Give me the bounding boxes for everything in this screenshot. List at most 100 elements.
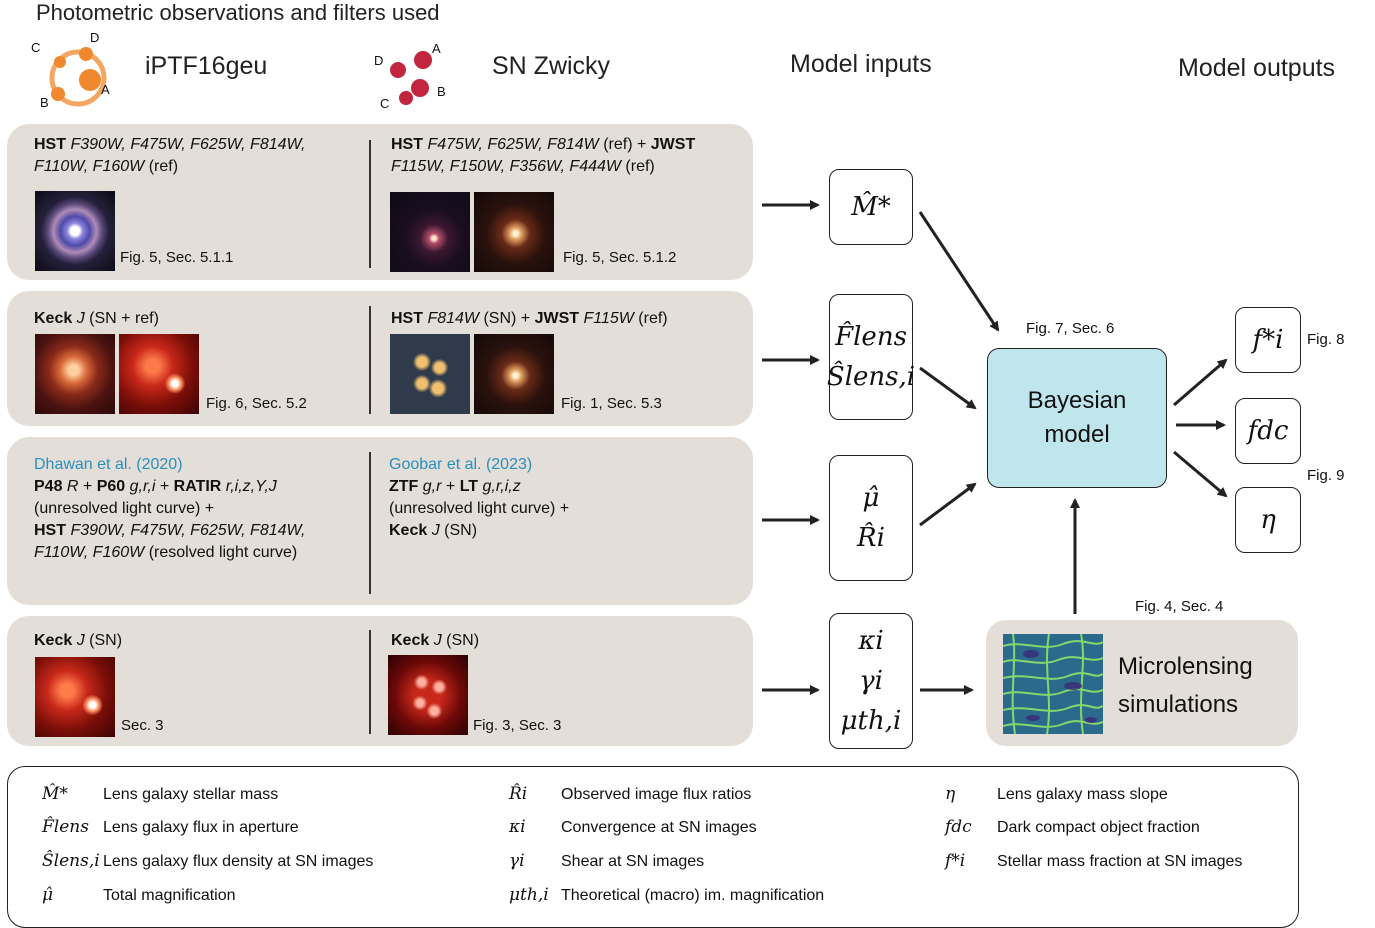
legend-description: Lens galaxy flux density at SN images xyxy=(103,853,374,870)
dhawan-reference-link[interactable]: Dhawan et al. (2020) xyxy=(34,456,183,473)
logo-letter: B xyxy=(40,95,49,110)
figure-title: Photometric observations and filters use… xyxy=(36,0,440,25)
sn-zwicky-jwst-image xyxy=(474,192,554,272)
logo-letter: C xyxy=(31,40,41,55)
fig9-caption: Fig. 9 xyxy=(1307,467,1345,484)
logo-image-a xyxy=(79,69,101,91)
iptf16geu-hst-image xyxy=(35,191,115,271)
output-dark-compact-box: fdc xyxy=(1235,398,1301,464)
legend-description: Dark compact object fraction xyxy=(997,819,1200,836)
sn-zwicky-hst-image xyxy=(390,192,470,272)
output-symbol: f*i xyxy=(1252,325,1284,355)
column-head-model-inputs: Model inputs xyxy=(790,50,932,78)
legend-symbol: μth,i xyxy=(509,885,549,905)
row4-right-caption: Fig. 3, Sec. 3 xyxy=(473,717,562,734)
output-mass-slope-box: η xyxy=(1235,487,1301,553)
model-label: model xyxy=(1044,421,1110,448)
legend-symbol: κi xyxy=(509,817,526,837)
logo-letter: D xyxy=(90,30,100,45)
legend-symbol: Ŝlens,i xyxy=(42,851,100,871)
arrow-model-to-eta xyxy=(1173,450,1228,498)
legend-symbol: R̂i xyxy=(509,784,528,804)
arrow-model-to-fstar xyxy=(1173,358,1228,407)
logo-letter: A xyxy=(101,82,110,97)
legend-symbol: γi xyxy=(509,851,525,871)
column-head-iptf16geu: iPTF16geu xyxy=(145,52,268,80)
sn-zwicky-keck-image xyxy=(388,655,468,735)
input-symbol: γi xyxy=(859,666,883,696)
logo-letter: C xyxy=(380,96,390,111)
legend-description: Stellar mass fraction at SN images xyxy=(997,853,1243,870)
sn-zwicky-logo-icon xyxy=(390,51,432,105)
sn-zwicky-hst-sn-image xyxy=(390,334,470,414)
input-symbol: κi xyxy=(858,626,884,656)
row4-right-text: Keck J (SN) xyxy=(391,632,480,649)
row1-right-text: HST F475W, F625W, F814W (ref) + JWST F11… xyxy=(391,136,696,175)
goobar-reference-link[interactable]: Goobar et al. (2023) xyxy=(389,456,533,473)
iptf16geu-keck-sn-image xyxy=(35,334,115,414)
legend-symbol: M̂* xyxy=(42,784,68,804)
legend-description: Convergence at SN images xyxy=(561,819,757,836)
row3-left-text: Dhawan et al. (2020) P48 R + P60 g,r,i +… xyxy=(34,454,364,564)
row2-left-text: Keck J (SN + ref) xyxy=(34,310,159,327)
input-symbol: μth,i xyxy=(840,706,902,736)
fig8-caption: Fig. 8 xyxy=(1307,331,1345,348)
row-divider xyxy=(369,306,371,414)
microlensing-caption: Fig. 4, Sec. 4 xyxy=(1135,598,1224,615)
bayesian-model-box: Bayesian model xyxy=(987,348,1167,488)
input-symbol: F̂lens xyxy=(835,322,907,352)
logo-letter: B xyxy=(437,84,446,99)
arrow-flux-to-model xyxy=(919,366,977,410)
legend-symbol: f*i xyxy=(945,851,966,871)
logo-image-b xyxy=(51,87,65,101)
sn-zwicky-jwst-ref-image xyxy=(474,334,554,414)
row1-right-caption: Fig. 5, Sec. 5.1.2 xyxy=(563,249,677,266)
arrow-mstar-to-model xyxy=(918,211,1000,332)
row4-left-caption: Sec. 3 xyxy=(121,717,164,734)
logo-image-d xyxy=(79,47,93,61)
column-head-sn-zwicky: SN Zwicky xyxy=(492,52,611,80)
row1-left-text: HST F390W, F475W, F625W, F814W, F110W, F… xyxy=(34,136,306,175)
row3-right-text: Goobar et al. (2023) ZTF g,r + LT g,r,i,… xyxy=(389,454,749,542)
input-magnification-box: μ̂ R̂i xyxy=(829,455,913,581)
row2-left-caption: Fig. 6, Sec. 5.2 xyxy=(206,395,307,412)
magnification-map-image xyxy=(1003,634,1103,734)
legend-description: Total magnification xyxy=(103,887,236,904)
input-symbol: μ̂ xyxy=(862,483,880,513)
iptf16geu-logo-icon xyxy=(49,47,107,107)
legend-description: Lens galaxy stellar mass xyxy=(103,786,279,803)
input-symbol: M̂* xyxy=(851,192,891,222)
legend-description: Observed image flux ratios xyxy=(561,786,752,803)
legend-symbol: η xyxy=(945,784,956,804)
row-divider xyxy=(369,452,371,594)
legend-symbol: F̂lens xyxy=(42,817,89,837)
row-magnification xyxy=(7,437,753,605)
row2-right-text: HST F814W (SN) + JWST F115W (ref) xyxy=(391,310,668,327)
output-stellar-fraction-box: f*i xyxy=(1235,307,1301,373)
legend-description: Shear at SN images xyxy=(561,853,705,870)
symbol-legend xyxy=(7,766,1299,928)
microlensing-label: Microlensing simulations xyxy=(1118,653,1253,718)
legend-description: Lens galaxy flux in aperture xyxy=(103,819,299,836)
input-stellar-mass-box: M̂* xyxy=(829,169,913,245)
row-microlensing xyxy=(7,616,753,746)
row4-left-text: Keck J (SN) xyxy=(34,632,123,649)
input-symbol: Ŝlens,i xyxy=(826,362,916,392)
iptf16geu-keck-image xyxy=(35,657,115,737)
row1-left-caption: Fig. 5, Sec. 5.1.1 xyxy=(120,249,234,266)
output-symbol: fdc xyxy=(1247,416,1289,446)
model-caption: Fig. 7, Sec. 6 xyxy=(1026,320,1115,337)
column-head-model-outputs: Model outputs xyxy=(1178,54,1336,82)
logo-image-c xyxy=(54,56,66,68)
row-divider xyxy=(369,630,371,734)
logo-letter: A xyxy=(432,41,441,56)
row2-right-caption: Fig. 1, Sec. 5.3 xyxy=(561,395,662,412)
input-microlensing-box: κi γi μth,i xyxy=(829,613,913,749)
logo-letter: D xyxy=(374,53,384,68)
arrow-mag-to-model xyxy=(919,482,977,527)
iptf16geu-keck-ref-image xyxy=(119,334,199,414)
legend-description: Lens galaxy mass slope xyxy=(997,786,1168,803)
row-divider xyxy=(369,140,371,268)
legend-description: Theoretical (macro) im. magnification xyxy=(561,887,825,904)
